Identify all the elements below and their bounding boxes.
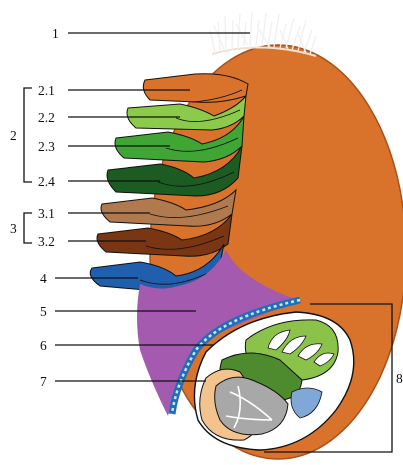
label-5: 5 <box>40 304 47 319</box>
label-8: 8 <box>396 371 403 386</box>
layer-2-1 <box>143 74 248 103</box>
bracket-2 <box>24 88 32 182</box>
label-2: 2 <box>10 128 17 143</box>
label-3-1: 3.1 <box>38 206 55 221</box>
label-3: 3 <box>10 221 17 236</box>
label-4: 4 <box>40 271 47 286</box>
label-7: 7 <box>40 374 47 389</box>
label-2-2: 2.2 <box>38 110 55 125</box>
label-2-3: 2.3 <box>38 139 55 154</box>
label-1: 1 <box>52 26 59 41</box>
bracket-3 <box>24 213 32 243</box>
label-2-4: 2.4 <box>38 174 55 189</box>
label-3-2: 3.2 <box>38 234 55 249</box>
label-2-1: 2.1 <box>38 83 55 98</box>
label-6: 6 <box>40 338 47 353</box>
